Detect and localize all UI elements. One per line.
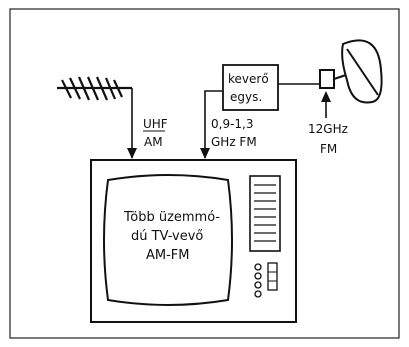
- mixer-unit-label-line1: keverő: [228, 72, 269, 86]
- uhf-arrow: [127, 148, 137, 159]
- mixer-unit-label-line2: egys.: [230, 90, 262, 104]
- sat-arrow-head: [321, 91, 331, 102]
- freq-label-line2: GHz FM: [211, 135, 257, 149]
- yagi-antenna: [57, 76, 132, 101]
- satellite-dish: [319, 39, 383, 104]
- diagram-frame: [9, 8, 400, 339]
- tv-cabinet: [90, 159, 297, 323]
- tv-label-line1: Több üzemmó-: [123, 210, 220, 225]
- freq-label-line1: 0,9-1,3: [211, 117, 254, 131]
- ghz-cable: [204, 90, 223, 158]
- tv-screen: [103, 174, 233, 306]
- ghz-arrow: [200, 148, 210, 159]
- sat-label-line2: FM: [320, 142, 337, 156]
- am-label: AM: [144, 135, 163, 149]
- sat-label-line1: 12GHz: [308, 122, 348, 136]
- tv-control-knobs: [254, 263, 262, 298]
- tv-speaker-grille: [249, 175, 281, 252]
- tv-switch-panel: [267, 262, 278, 291]
- tv-label-line2: dú TV-vevő: [131, 229, 203, 244]
- mixer-unit-box: [222, 64, 279, 111]
- tv-set: Több üzemmó- dú TV-vevő AM-FM: [90, 159, 297, 323]
- tv-label-line3: AM-FM: [146, 248, 190, 263]
- uhf-label: UHF: [143, 117, 168, 131]
